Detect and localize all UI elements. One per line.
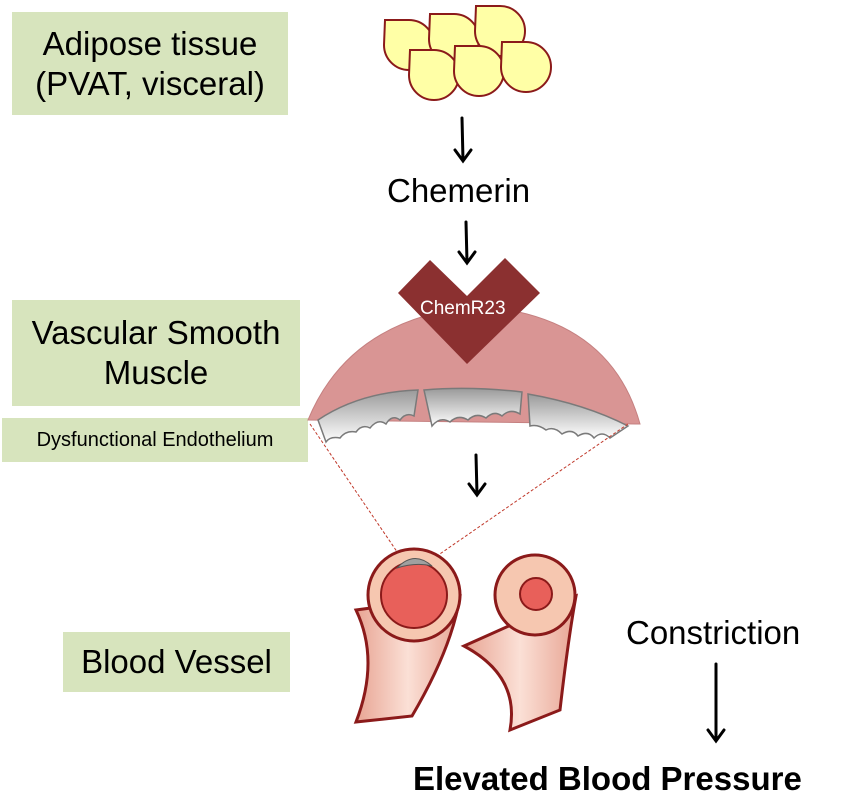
blood-vessel-left-icon xyxy=(353,547,462,724)
arrow-down-icon xyxy=(453,116,473,164)
zoom-lines xyxy=(309,423,629,563)
adipose-tissue-label: Adipose tissue (PVAT, visceral) xyxy=(12,12,288,115)
arrow-down-icon xyxy=(457,220,477,266)
endothelium-cells xyxy=(317,387,630,444)
arrow-down-icon xyxy=(467,453,487,498)
chemerin-label: Chemerin xyxy=(387,172,531,209)
arrow-down-icon xyxy=(706,662,726,744)
dysfunctional-endothelium-label: Dysfunctional Endothelium xyxy=(2,418,308,462)
blood-vessel-right-icon xyxy=(460,553,578,733)
vascular-smooth-muscle-label: Vascular Smooth Muscle xyxy=(12,300,300,406)
elevated-blood-pressure-label: Elevated Blood Pressure xyxy=(413,760,802,797)
blood-vessel-label: Blood Vessel xyxy=(63,632,290,692)
constriction-label: Constriction xyxy=(626,614,801,651)
chemr23-receptor-icon xyxy=(398,258,540,364)
chemr23-label: ChemR23 xyxy=(420,298,506,319)
adipocyte-cluster-icon xyxy=(382,5,552,101)
